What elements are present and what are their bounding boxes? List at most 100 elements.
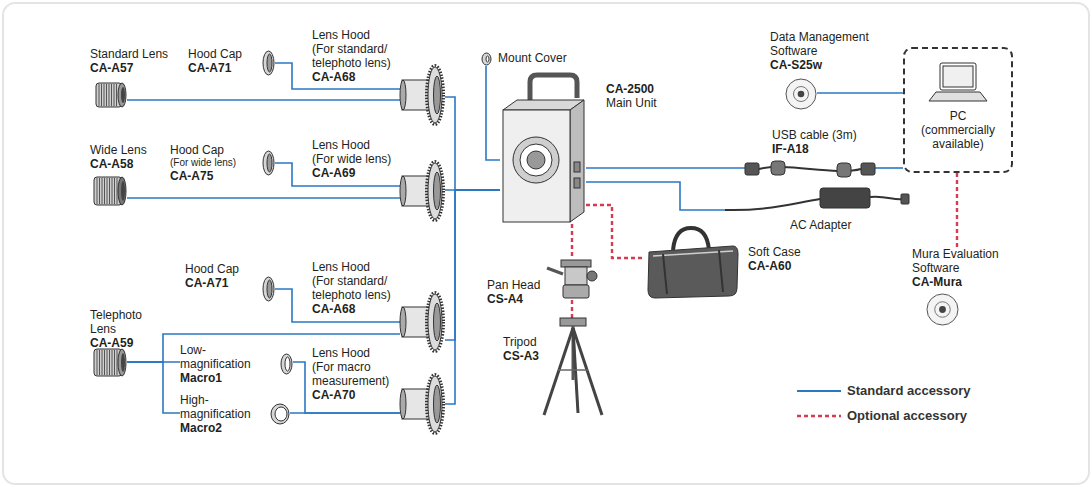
lens-front	[118, 349, 126, 376]
component-label: Hood Cap(For wide lens)CA-A75	[170, 143, 236, 183]
main-side	[570, 100, 584, 222]
hood-mount	[434, 76, 441, 114]
component-name: Pan Head	[487, 278, 540, 292]
lens-rib	[109, 350, 110, 375]
component-icon	[262, 150, 275, 176]
lens-rib	[104, 84, 105, 106]
lens-rib	[114, 84, 115, 106]
component: Data Management SoftwareCA-S25w	[785, 78, 817, 110]
component-label: Lens Hood(For macro measurement)CA-A70	[312, 346, 398, 402]
lens-rib	[106, 84, 107, 106]
pan-knob	[587, 271, 597, 281]
component-name: Hood Cap	[188, 47, 242, 61]
model-code: CS-A4	[487, 292, 540, 306]
model-code: CA-A60	[748, 259, 801, 273]
laptop-display	[943, 66, 973, 87]
lens-rib	[114, 350, 115, 375]
component: Pan HeadCS-A4	[545, 258, 600, 300]
lens-rib	[107, 178, 108, 204]
component: High-magnificationMacro2	[180, 393, 290, 435]
standard-connector	[290, 412, 400, 414]
component-name: (For standard/ telephoto lens)	[312, 274, 398, 302]
ring-inner	[267, 154, 272, 172]
case-strap	[663, 250, 723, 294]
ring-outer	[281, 354, 292, 374]
optional-connector	[571, 300, 573, 318]
component-label: Mount Cover	[498, 51, 567, 65]
component-icon	[93, 348, 127, 377]
tripod-leg	[544, 328, 573, 415]
standard-connector	[486, 66, 500, 160]
case-zip	[653, 251, 733, 256]
optional-connector	[586, 205, 645, 258]
component-label: High-magnificationMacro2	[180, 393, 260, 435]
lens-glass	[121, 353, 125, 372]
ring-inner	[267, 54, 272, 72]
legend-entry: Standard accessory	[797, 378, 971, 403]
main-port	[574, 178, 580, 188]
hood-opening	[400, 307, 406, 337]
standard-connector	[127, 362, 180, 413]
hood-gear	[428, 67, 442, 123]
laptop-base	[929, 92, 987, 101]
lens-rib	[109, 178, 110, 204]
component: Hood CapCA-A71	[262, 276, 275, 302]
component-icon	[481, 52, 492, 66]
model-code: Macro2	[180, 421, 260, 435]
component-name: Tripod	[503, 335, 539, 349]
ring-outer	[263, 151, 274, 175]
ring-inner	[275, 407, 287, 421]
component-label: Standard LensCA-A57	[90, 47, 168, 75]
disc-hole	[798, 91, 805, 98]
component-icon	[93, 176, 127, 206]
component: USB cable (3m)IF-A18	[745, 158, 875, 180]
main-handle	[530, 75, 577, 102]
adapter-cord	[870, 197, 903, 200]
hood-gear-teeth	[427, 375, 444, 434]
model-code: CA-Mura	[912, 275, 1012, 289]
legend-text: Standard accessory	[847, 383, 971, 398]
model-code: CA-2500	[606, 82, 657, 96]
component-icon	[745, 158, 875, 180]
lens-rib	[99, 178, 100, 204]
component-icon	[280, 353, 293, 375]
model-code: CA-A70	[312, 388, 398, 402]
component-icon	[545, 258, 600, 300]
component: Hood CapCA-A71	[262, 50, 275, 76]
disc-ring	[935, 302, 951, 318]
legend-sample	[797, 410, 841, 422]
adapter-plug	[901, 194, 909, 204]
component-name: High-magnification	[180, 393, 260, 421]
background-panel	[3, 3, 1089, 484]
component: Telephoto LensCA-A59	[93, 348, 127, 377]
main-lens	[520, 144, 552, 176]
lens-rib	[102, 350, 103, 375]
lens-rib	[117, 350, 118, 375]
component-name: (For wide lens)	[170, 157, 236, 169]
hood-gear-teeth	[427, 66, 444, 125]
component: Standard LensCA-A57	[95, 82, 127, 108]
component-name: (For wide lens)	[312, 152, 391, 166]
adapter-cord	[725, 199, 820, 210]
lens-glass	[121, 181, 125, 201]
standard-connector	[586, 182, 725, 210]
lens-rib	[117, 178, 118, 204]
component-name: Mount Cover	[498, 51, 567, 65]
component-name: PC	[910, 109, 1006, 123]
model-code: CA-A69	[312, 166, 391, 180]
component-icon	[785, 78, 817, 110]
component: Hood Cap(For wide lens)CA-A75	[262, 150, 275, 176]
hood-opening	[400, 389, 406, 419]
lens-rib	[97, 350, 98, 375]
component-label: TripodCS-A3	[503, 335, 539, 363]
main-port	[574, 162, 580, 172]
component-icon	[928, 61, 988, 103]
standard-connector	[275, 163, 400, 186]
component-icon	[926, 293, 959, 326]
main-front	[503, 110, 570, 222]
case-handle	[673, 228, 709, 250]
main-lens-glass	[527, 151, 545, 169]
component-name: Lens Hood	[312, 28, 398, 42]
hood-mount	[434, 303, 441, 341]
lens-rib	[104, 178, 105, 204]
